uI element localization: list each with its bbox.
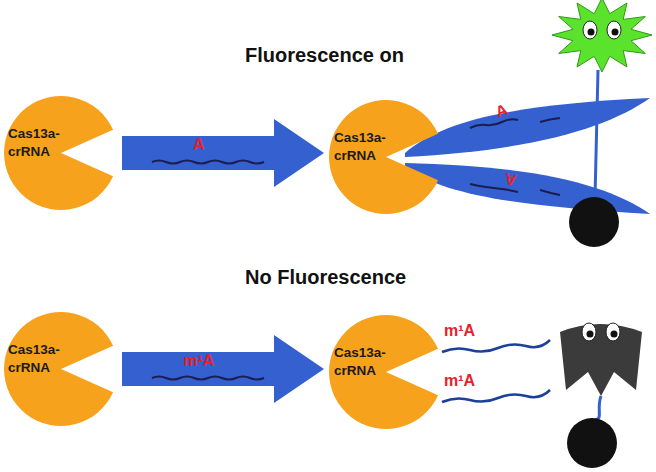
linker <box>595 70 598 198</box>
pupil <box>588 29 595 36</box>
pupil <box>611 331 618 338</box>
pacman-outline <box>329 315 438 429</box>
section-heading: Fluorescence on <box>245 44 404 67</box>
node-label: Cas13a- crRNA <box>334 129 406 165</box>
node-label: Cas13a- crRNA <box>334 344 406 380</box>
rna-strand <box>152 377 264 380</box>
rna-strand <box>442 340 550 352</box>
eye <box>606 323 620 341</box>
pupil <box>612 29 619 36</box>
rna-strand <box>442 390 550 402</box>
nucleotide-label: m¹A <box>444 322 475 340</box>
quencher <box>569 197 619 247</box>
arrow-body <box>122 119 324 187</box>
linker <box>594 396 601 420</box>
eye <box>583 21 597 39</box>
cas13a-complex: Cas13a- crRNA <box>326 314 446 430</box>
nucleotide-label: m¹A <box>444 372 475 390</box>
quencher <box>567 418 617 468</box>
rna-fragment <box>470 118 560 128</box>
pacman-outline <box>4 312 113 426</box>
eye <box>582 323 596 341</box>
arrow-body <box>122 335 324 403</box>
quenched-fluorophore <box>560 324 642 396</box>
cas13a-complex: Cas13a- crRNA <box>0 95 122 211</box>
eye <box>607 21 621 39</box>
node-label: Cas13a- crRNA <box>8 341 80 377</box>
cleaved-blade <box>405 98 650 157</box>
fluorophore <box>552 0 652 72</box>
rna-strand <box>152 161 264 164</box>
target-rna-arrow <box>122 335 324 403</box>
pacman-outline <box>4 96 113 210</box>
nucleotide-label: A <box>193 136 205 154</box>
cas13a-complex: Cas13a- crRNA <box>326 99 446 215</box>
target-rna-arrow <box>122 119 324 187</box>
node-label: Cas13a- crRNA <box>8 125 80 161</box>
nucleotide-label: m¹A <box>183 352 214 370</box>
pacman-outline <box>329 100 438 214</box>
pupil <box>587 331 594 338</box>
cas13a-complex: Cas13a- crRNA <box>0 311 122 427</box>
section-heading: No Fluorescence <box>245 266 406 289</box>
